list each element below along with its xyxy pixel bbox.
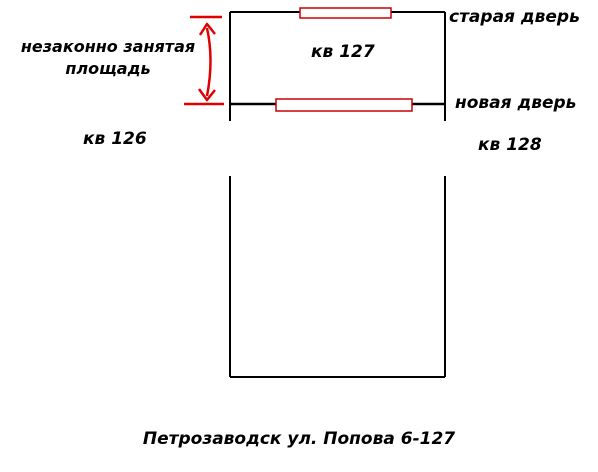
old-door-label: старая дверь — [449, 7, 580, 27]
apt-127-label: кв 127 — [311, 42, 375, 62]
dim-arrow-head-bottom — [197, 88, 216, 102]
apt-128-label: кв 128 — [478, 135, 542, 155]
new-door — [275, 98, 413, 112]
address-caption: Петрозаводск ул. Попова 6-127 — [142, 429, 456, 449]
new-door-label: новая дверь — [455, 93, 577, 113]
illegal-area-label: незаконно занятая площадь — [20, 37, 196, 78]
apt-126-label: кв 126 — [83, 129, 147, 149]
old-door — [299, 7, 392, 19]
dim-arrow-head-top — [198, 22, 216, 36]
dim-arrow — [205, 27, 212, 97]
